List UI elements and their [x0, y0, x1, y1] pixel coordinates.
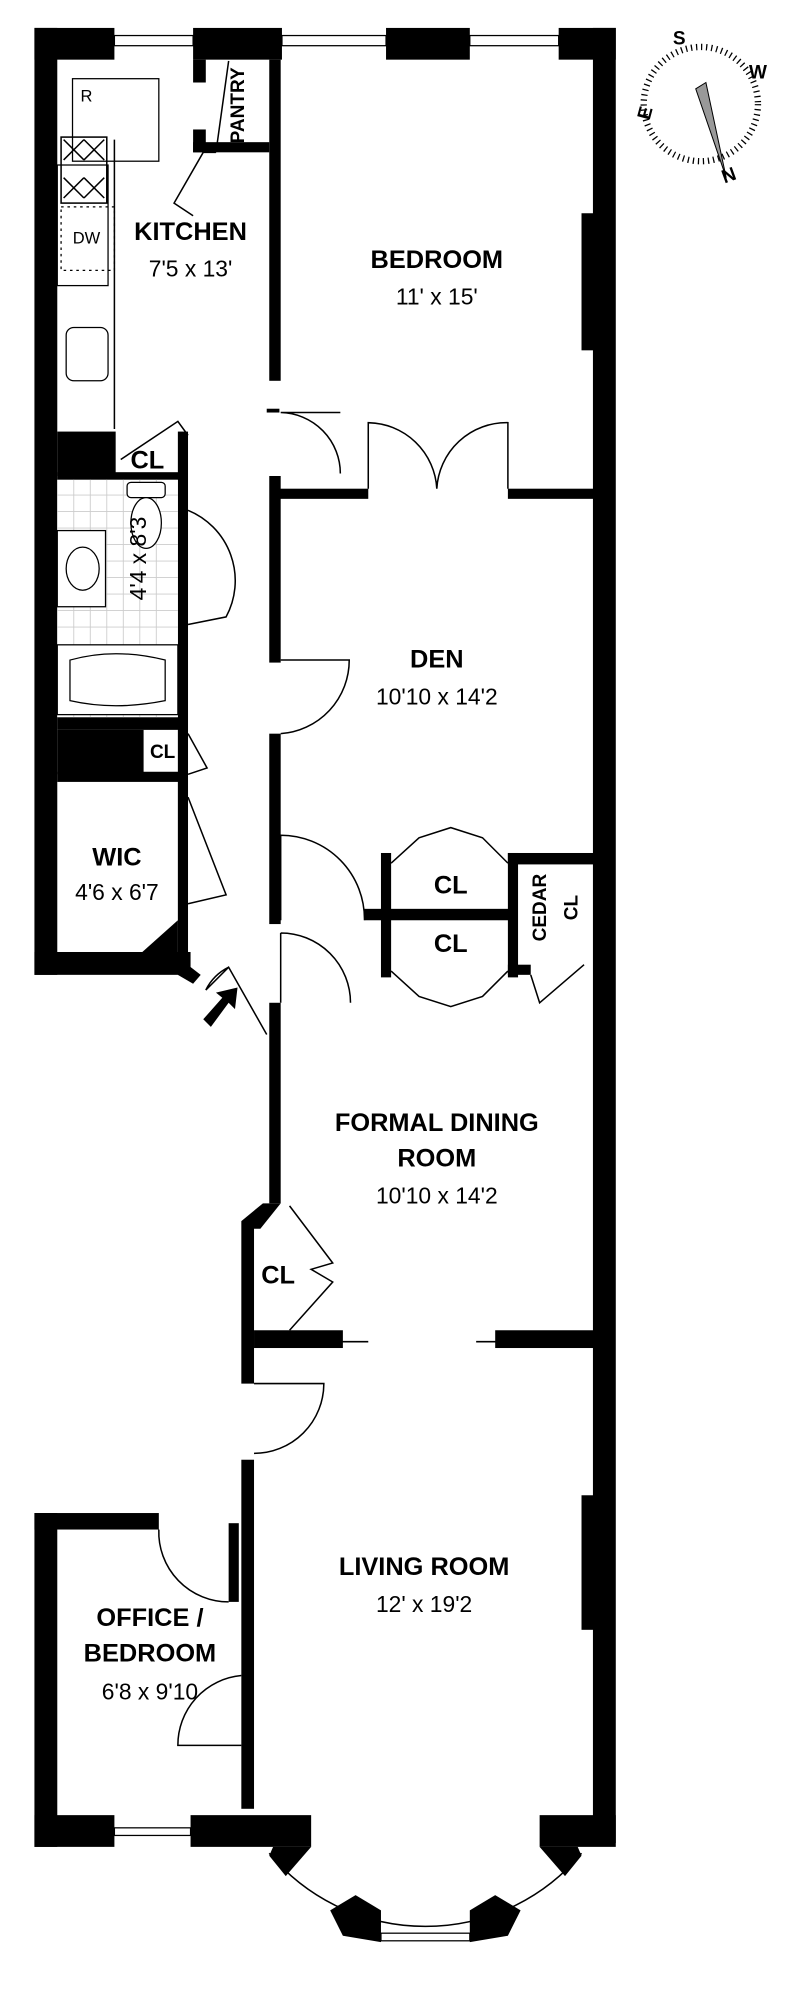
doors — [120, 60, 585, 1747]
kitchen-dims: 7'5 x 13' — [149, 256, 233, 282]
compass-n: N — [719, 164, 739, 188]
toilet-icon — [126, 481, 166, 499]
den-closet-1-label: CL — [434, 872, 468, 900]
refrigerator-icon — [71, 78, 160, 162]
living-room-dims: 12' x 19'2 — [376, 1591, 472, 1617]
dining-name-line1: FORMAL DINING — [335, 1109, 539, 1137]
bath-dims: 4'4 x 8'3 — [125, 517, 151, 601]
kitchen-sink-icon — [65, 326, 109, 382]
cedar-label: CEDAR — [530, 874, 551, 942]
bedroom-name: BEDROOM — [371, 246, 504, 274]
cedar-closet-label: CL — [562, 895, 583, 921]
den-dims: 10'10 x 14'2 — [376, 683, 498, 709]
dining-name-line2: ROOM — [397, 1145, 476, 1173]
office-dims: 6'8 x 9'10 — [102, 1679, 198, 1705]
wic-dims: 4'6 x 6'7 — [75, 879, 159, 905]
room-labels: R DW PANTRY KITCHEN 7'5 x 13' BEDROOM 11… — [73, 67, 583, 1705]
hall-closet-label: CL — [150, 742, 176, 763]
living-room-name: LIVING ROOM — [339, 1553, 510, 1581]
compass-w: W — [749, 63, 767, 84]
walls — [34, 27, 616, 1943]
dishwasher-label: DW — [73, 230, 101, 248]
office-name-line2: BEDROOM — [84, 1640, 217, 1668]
wic-name: WIC — [92, 844, 141, 872]
compass-e: E — [634, 104, 658, 122]
den-name: DEN — [410, 646, 464, 674]
dining-closet-label: CL — [261, 1261, 295, 1289]
compass-s: S — [673, 28, 686, 49]
dining-dims: 10'10 x 14'2 — [376, 1182, 498, 1208]
stove-icon — [60, 136, 108, 204]
kitchen-name: KITCHEN — [134, 218, 247, 246]
compass-icon: S W E N — [634, 28, 767, 188]
fixtures — [56, 78, 179, 718]
entry-arrow-icon — [203, 987, 238, 1027]
windows — [113, 34, 583, 1942]
pantry-label: PANTRY — [228, 67, 249, 143]
bedroom-dims: 11' x 15' — [396, 284, 478, 310]
refrigerator-label: R — [81, 88, 93, 106]
compass-needle-icon — [695, 81, 727, 178]
kitchen-closet-label: CL — [130, 446, 164, 474]
office-name-line1: OFFICE / — [96, 1604, 203, 1632]
den-closet-2-label: CL — [434, 930, 468, 958]
